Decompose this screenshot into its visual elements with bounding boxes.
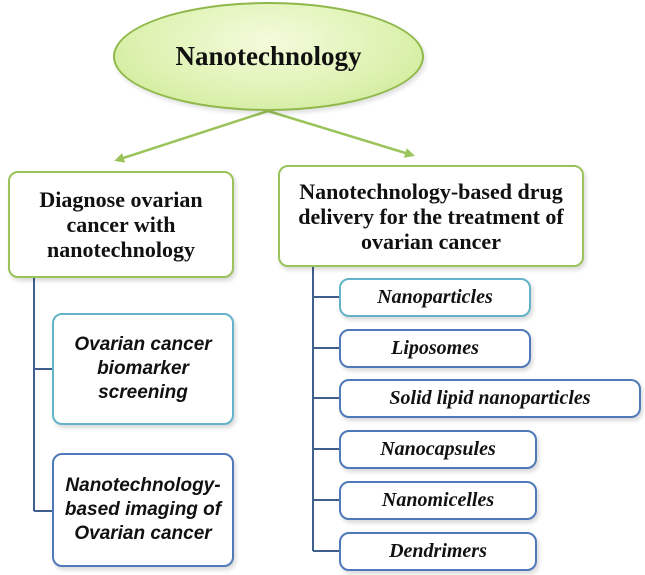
leaf-dendrimers: Dendrimers bbox=[339, 532, 537, 571]
leaf-nanocapsules: Nanocapsules bbox=[339, 430, 537, 469]
branch-diagnosis: Diagnose ovarian cancer with nanotechnol… bbox=[8, 171, 234, 278]
branch-drug-delivery-label: Nanotechnology-based drug delivery for t… bbox=[298, 178, 564, 254]
leaf-liposomes: Liposomes bbox=[339, 329, 531, 368]
leaf-nanomicelles: Nanomicelles bbox=[339, 481, 537, 520]
leaf-nanomicelles-label: Nanomicelles bbox=[381, 489, 495, 511]
arrow-to-left-branch bbox=[114, 109, 269, 163]
leaf-solid-lipid-nanoparticles-label: Solid lipid nanoparticles bbox=[389, 387, 591, 409]
arrow-to-right-branch bbox=[267, 109, 415, 158]
leaf-liposomes-label: Liposomes bbox=[391, 337, 479, 359]
root-node-label: Nanotechnology bbox=[175, 41, 362, 71]
leaf-imaging-label: Nanotechnology-based imaging of Ovarian … bbox=[64, 475, 222, 544]
leaf-solid-lipid-nanoparticles: Solid lipid nanoparticles bbox=[339, 379, 641, 418]
branch-drug-delivery: Nanotechnology-based drug delivery for t… bbox=[278, 165, 584, 267]
leaf-nanoparticles: Nanoparticles bbox=[339, 278, 531, 317]
leaf-nanocapsules-label: Nanocapsules bbox=[380, 438, 496, 460]
leaf-imaging: Nanotechnology-based imaging of Ovarian … bbox=[52, 453, 234, 567]
leaf-biomarker-screening-label: Ovarian cancer biomarker screening bbox=[74, 334, 212, 403]
branch-diagnosis-label: Diagnose ovarian cancer with nanotechnol… bbox=[39, 187, 203, 262]
leaf-dendrimers-label: Dendrimers bbox=[389, 540, 487, 562]
root-node: Nanotechnology bbox=[113, 2, 424, 111]
leaf-nanoparticles-label: Nanoparticles bbox=[377, 286, 493, 308]
leaf-biomarker-screening: Ovarian cancer biomarker screening bbox=[52, 313, 234, 425]
